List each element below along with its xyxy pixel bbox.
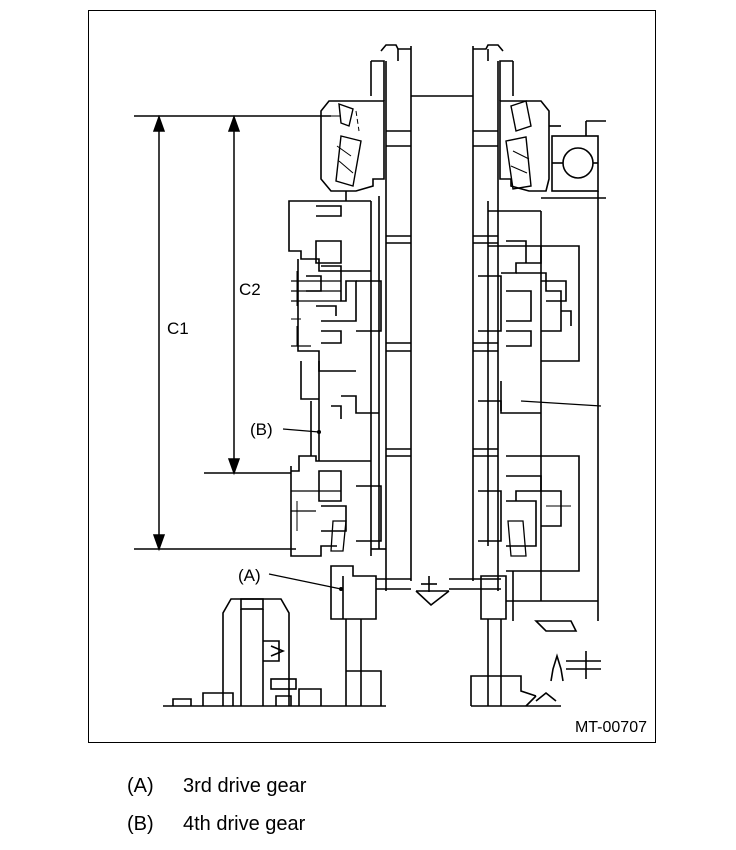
dimension-label-c1: C1 [167, 319, 189, 338]
legend-key: (B) [127, 813, 154, 835]
legend-text: 4th drive gear [183, 813, 306, 835]
legend-key: (A) [127, 775, 154, 797]
left-gear-stack [288, 196, 386, 706]
legend-item: (A) 3rd drive gear [127, 776, 306, 796]
bottom-left-components [163, 598, 386, 707]
left-top-bearing [320, 60, 385, 201]
callout-label-a: (A) [238, 566, 261, 585]
right-gear-stack [478, 201, 602, 706]
leader-lines [268, 428, 343, 591]
main-shaft [376, 44, 504, 607]
legend-item: (B) 4th drive gear [127, 814, 305, 834]
dimension-lines [134, 114, 331, 552]
figure-code: MT-00707 [574, 719, 647, 736]
callout-label-b: (B) [250, 420, 273, 439]
right-top-bearing [499, 60, 561, 192]
right-small-bearing [541, 120, 606, 621]
legend-text: 3rd drive gear [183, 775, 307, 797]
figure-frame: C1 C2 (B) (A) MT-00707 [88, 10, 656, 743]
transmission-cross-section-drawing [134, 44, 606, 707]
dimension-label-c2: C2 [239, 280, 261, 299]
bottom-right-components [470, 651, 601, 707]
